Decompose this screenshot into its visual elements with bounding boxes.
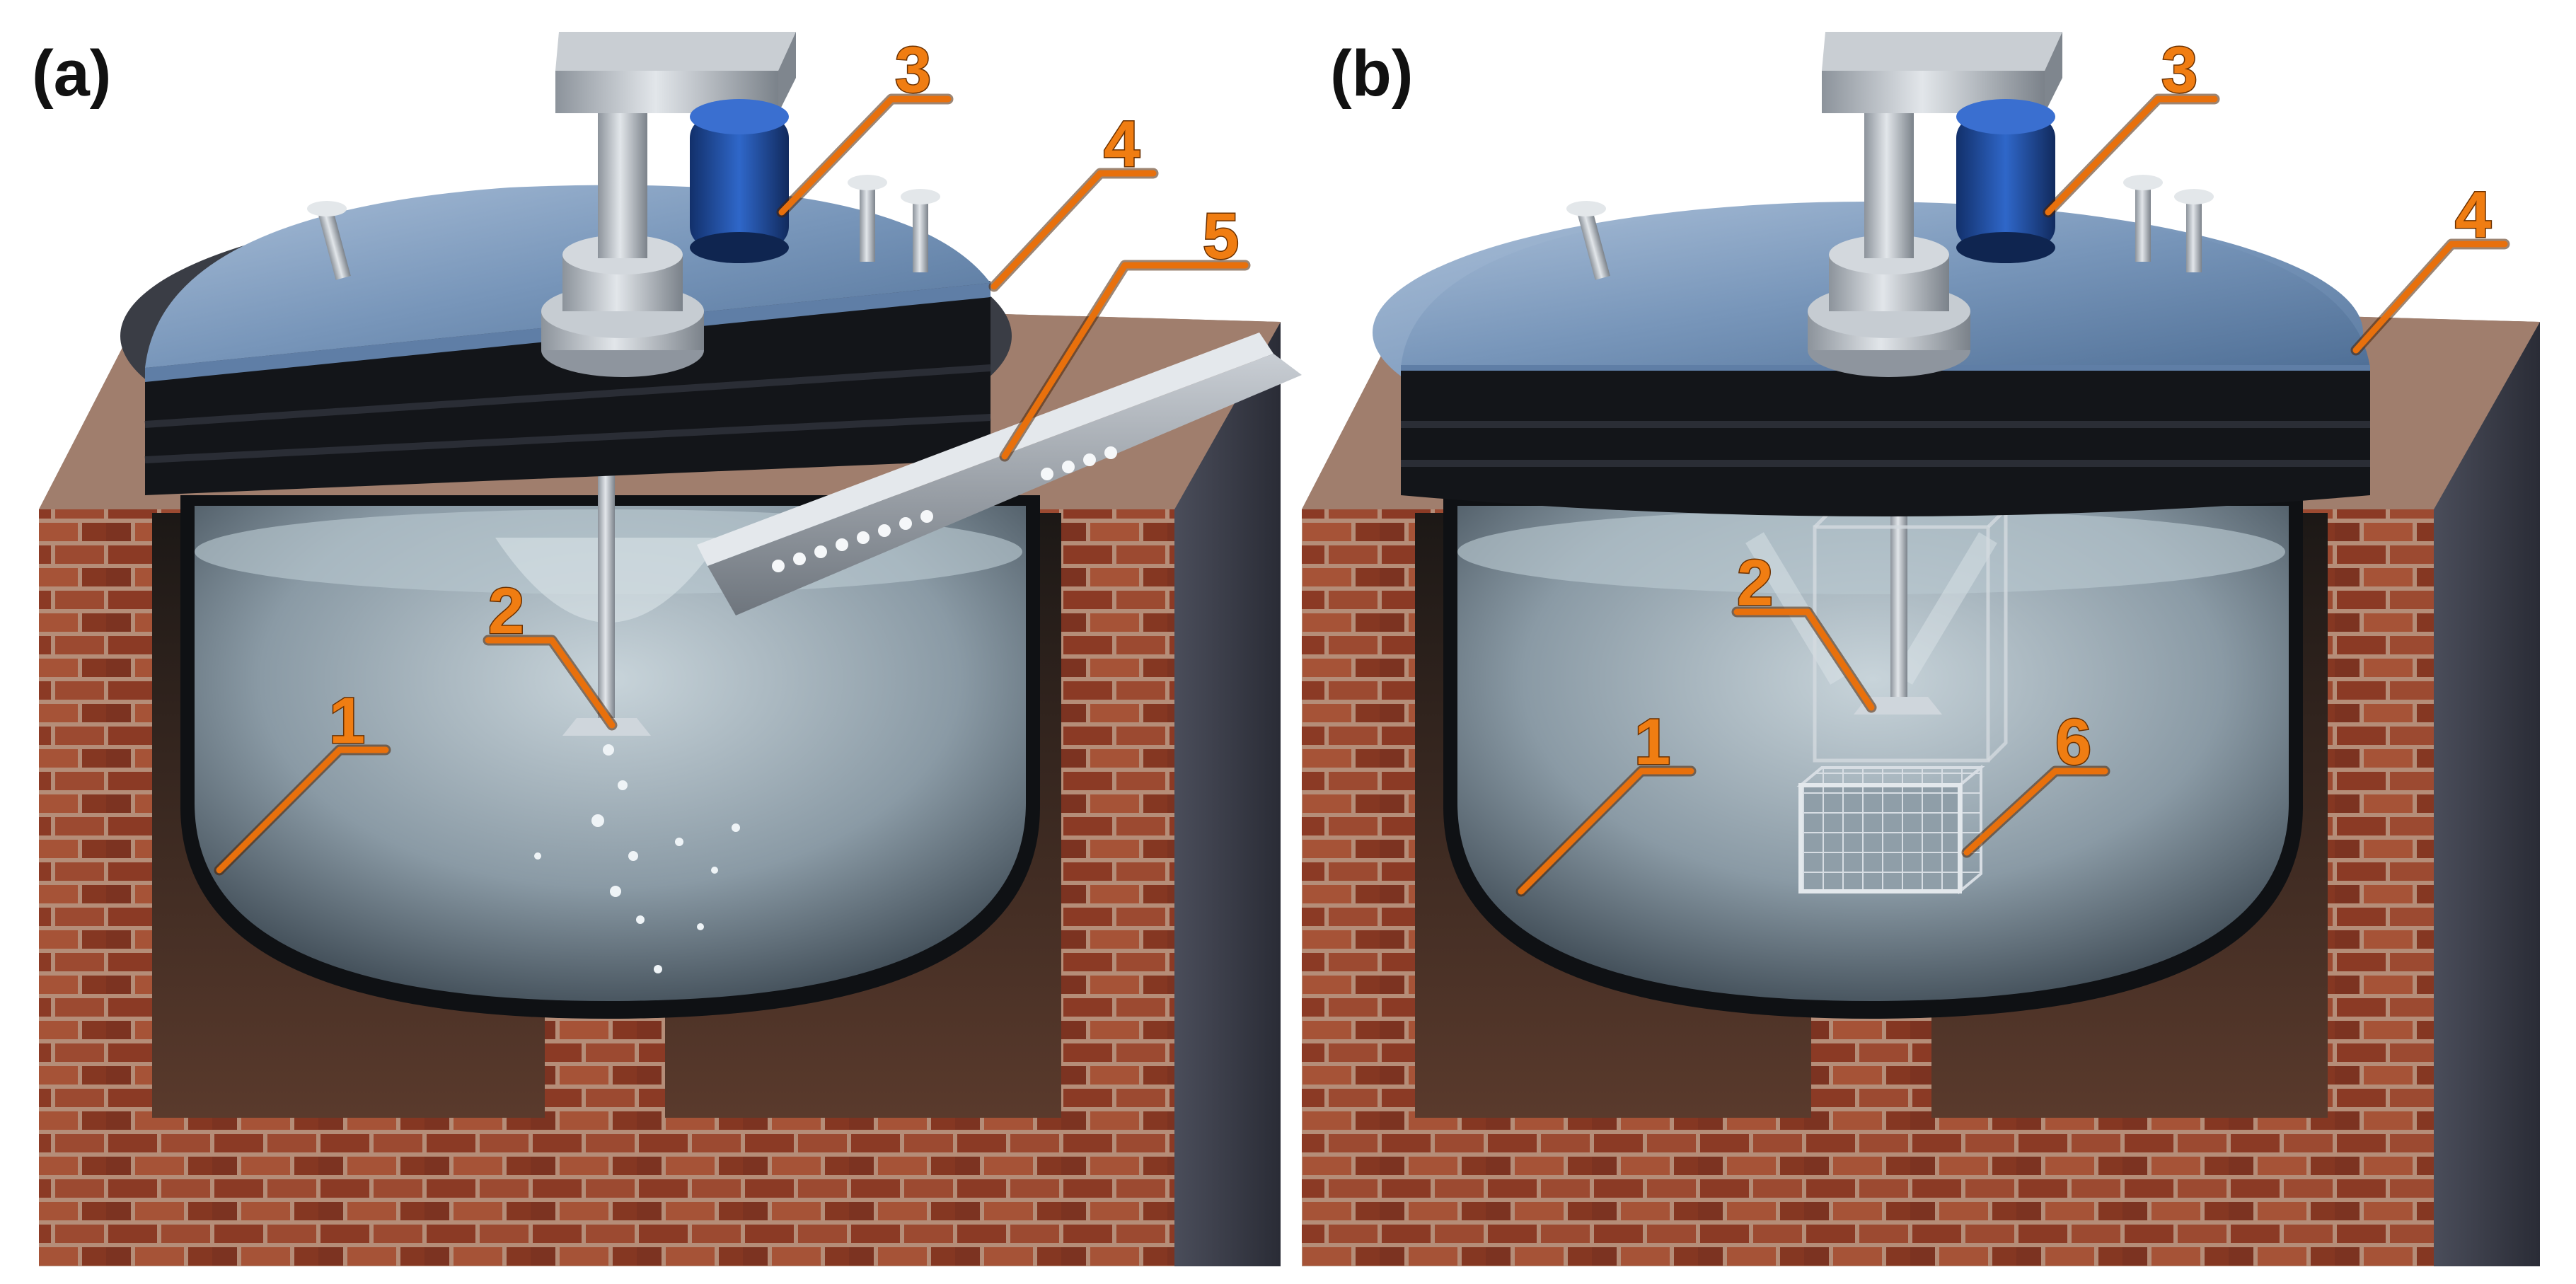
callouts-a: 1 2 3 4 5 (214, 33, 1251, 876)
mesh-basket (1796, 764, 1985, 895)
dispersed-particles (534, 744, 740, 973)
callout-6: 6 (1961, 705, 2110, 858)
basket-frame (1813, 507, 2011, 763)
motor (690, 99, 789, 263)
drive-assembly (1808, 32, 2062, 377)
panel-a: (a) 1 2 3 4 (32, 32, 1302, 1266)
callout-5: 5 (999, 199, 1251, 462)
lid-nozzles (1566, 175, 2214, 280)
feed-chute (697, 332, 1302, 615)
callout-3: 3 (2043, 33, 2220, 218)
panel-label-b: (b) (1330, 37, 1413, 110)
panel-label-a: (a) (32, 37, 111, 110)
motor (1956, 99, 2055, 263)
callout-3: 3 (776, 33, 954, 218)
callout-number: 1 (329, 685, 365, 757)
callout-number: 4 (2455, 179, 2491, 251)
callout-number: 3 (2161, 34, 2197, 106)
lid-nozzles (307, 175, 940, 280)
callout-number: 1 (1634, 706, 1670, 778)
callout-number: 2 (488, 575, 524, 647)
drive-assembly (541, 32, 796, 377)
callout-number: 2 (1737, 547, 1773, 619)
panel-b: (b) 1 2 3 4 (1302, 32, 2540, 1266)
callout-number: 3 (895, 34, 931, 106)
callout-number: 5 (1203, 200, 1239, 272)
callouts-b: 1 2 3 4 6 (1515, 33, 2510, 897)
callout-number: 6 (2055, 706, 2091, 778)
vessel (1443, 495, 2303, 1019)
callout-2: 2 (483, 574, 618, 731)
callout-1: 1 (1515, 705, 1697, 897)
callout-4: 4 (2350, 178, 2510, 356)
callout-4: 4 (988, 108, 1159, 292)
callout-1: 1 (214, 684, 391, 876)
callout-number: 4 (1104, 108, 1140, 180)
impeller (562, 453, 651, 736)
callout-2: 2 (1731, 546, 1877, 713)
vessel (180, 495, 1040, 1019)
